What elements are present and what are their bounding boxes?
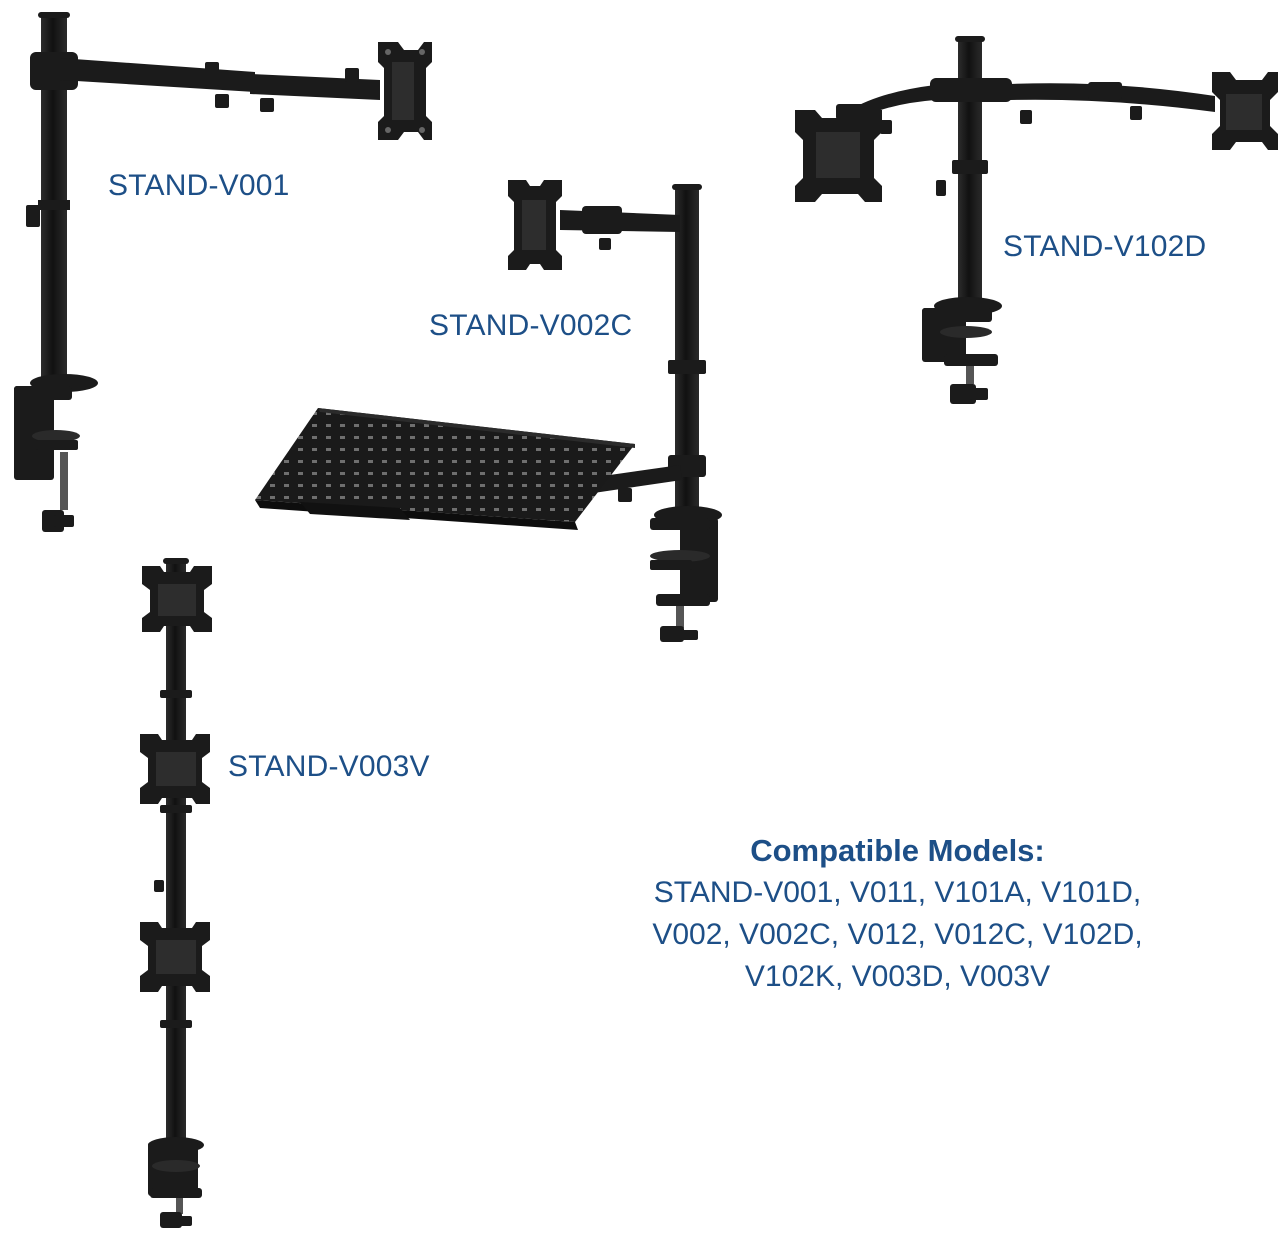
stand-v102d-label: STAND-V102D [1003, 230, 1207, 263]
stand-v002c-mount [255, 180, 722, 642]
compatible-models-line: V002, V002C, V012, V012C, V102D, [652, 918, 1143, 951]
stand-v001-label: STAND-V001 [108, 169, 290, 202]
stand-v003v-label: STAND-V003V [228, 750, 430, 783]
stand-v003v-mount [140, 558, 212, 1228]
stand-v001-mount [14, 12, 432, 532]
compatible-models-line: V102K, V003D, V003V [744, 960, 1051, 993]
compatible-models-line: STAND-V001, V011, V101A, V101D, [653, 876, 1142, 909]
compatible-models-block: Compatible Models: STAND-V001, V011, V10… [630, 832, 1165, 998]
compatible-models-title: Compatible Models: [750, 833, 1045, 868]
stand-v002c-label: STAND-V002C [429, 309, 633, 342]
stand-v102d-mount [795, 36, 1278, 404]
